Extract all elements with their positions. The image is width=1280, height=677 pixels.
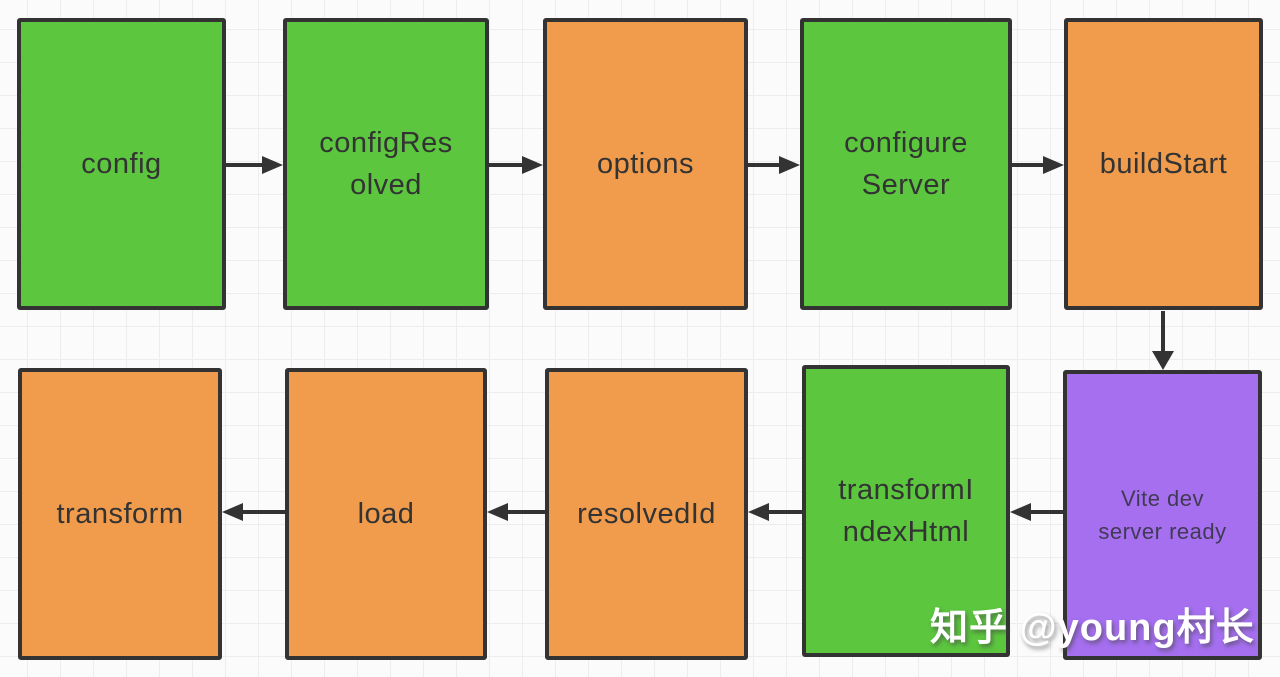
node-vite-dev-server-ready-label: Vite dev server ready: [1098, 486, 1227, 544]
arrow-transformindexhtml-to-resolvedid: [748, 503, 802, 521]
node-transform-label: transform: [56, 497, 184, 530]
arrow-head-right-icon: [1043, 156, 1064, 174]
arrow-line: [1012, 163, 1048, 167]
arrow-line: [1161, 311, 1165, 351]
node-load: load: [285, 368, 487, 660]
arrow-head-left-icon: [1010, 503, 1031, 521]
arrow-line: [1026, 510, 1063, 514]
node-transformindexhtml-label: transformI ndexHtml: [838, 473, 974, 548]
arrow-line: [238, 510, 285, 514]
node-buildstart-label: buildStart: [1099, 147, 1228, 180]
arrow-buildstart-to-vitedevserverready: [1152, 311, 1174, 370]
node-resolvedid: resolvedId: [545, 368, 748, 660]
node-configureserver-label: configure Server: [844, 126, 968, 201]
arrow-head-left-icon: [748, 503, 769, 521]
node-transformindexhtml: transformI ndexHtml: [802, 365, 1010, 657]
node-options: options: [543, 18, 748, 310]
arrow-line: [764, 510, 802, 514]
node-vite-dev-server-ready: Vite dev server ready: [1063, 370, 1262, 660]
arrow-line: [489, 163, 527, 167]
node-transform: transform: [18, 368, 222, 660]
arrow-resolvedid-to-load: [487, 503, 545, 521]
arrow-head-right-icon: [779, 156, 800, 174]
node-buildstart: buildStart: [1064, 18, 1263, 310]
arrow-load-to-transform: [222, 503, 285, 521]
node-load-label: load: [357, 497, 415, 530]
arrow-head-down-icon: [1152, 351, 1174, 370]
node-options-label: options: [596, 147, 694, 180]
arrow-vitedevserverready-to-transformindexhtml: [1010, 503, 1063, 521]
arrow-line: [226, 163, 267, 167]
arrow-options-to-configureserver: [748, 156, 800, 174]
arrow-configresolved-to-options: [489, 156, 543, 174]
arrow-config-to-configresolved: [226, 156, 283, 174]
arrow-head-left-icon: [222, 503, 243, 521]
arrow-line: [503, 510, 545, 514]
arrow-configureserver-to-buildstart: [1012, 156, 1064, 174]
node-configresolved: configRes olved: [283, 18, 489, 310]
node-configresolved-label: configRes olved: [319, 126, 453, 201]
node-config: config: [17, 18, 226, 310]
arrow-head-left-icon: [487, 503, 508, 521]
arrow-head-right-icon: [522, 156, 543, 174]
arrow-line: [748, 163, 784, 167]
node-resolvedid-label: resolvedId: [577, 497, 716, 530]
node-config-label: config: [81, 147, 162, 180]
arrow-head-right-icon: [262, 156, 283, 174]
node-configureserver: configure Server: [800, 18, 1012, 310]
